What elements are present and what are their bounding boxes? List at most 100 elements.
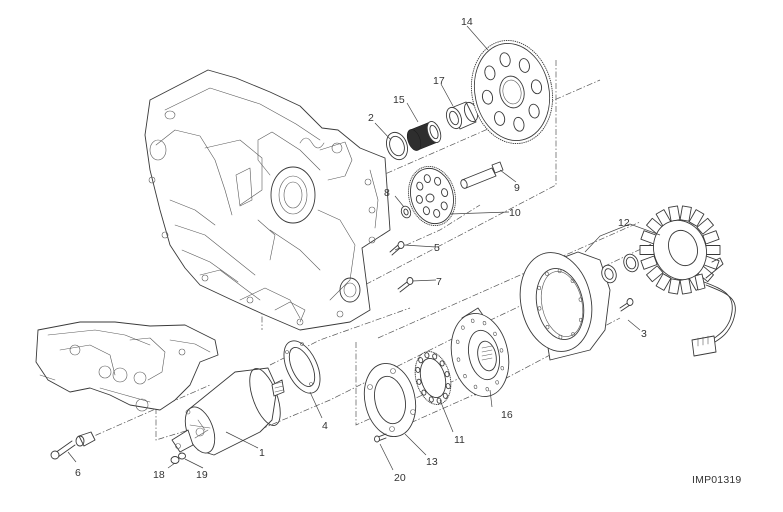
rotor-bolt-hole (545, 325, 550, 330)
part-14-starter-driven-gear (470, 40, 554, 144)
stator-pole (668, 205, 681, 222)
drawing-reference-code: IMP01319 (692, 474, 742, 486)
stator-pole (640, 255, 658, 270)
freewheel-roller (418, 357, 424, 364)
stator-pole (705, 245, 721, 255)
gear-lightening-hole (484, 65, 496, 81)
freewheel-roller (415, 366, 421, 373)
rotor-bolt-hole (557, 268, 562, 274)
part-8-bushing (400, 205, 412, 219)
stator-pole (639, 245, 655, 255)
gear-lightening-hole (530, 79, 543, 95)
gear-lightening-hole (528, 103, 540, 119)
hub-bolt-hole (456, 357, 461, 362)
freewheel-roller (428, 396, 434, 403)
part-13-retaining-plate (363, 362, 417, 438)
stator-pole (688, 209, 705, 227)
freewheel-roller (436, 397, 442, 404)
callout-11: 11 (454, 434, 465, 446)
callout-9: 9 (514, 182, 520, 194)
part-18-19-nut-washer (170, 452, 186, 464)
callout-18: 18 (153, 469, 165, 481)
hub-bolt-hole (463, 374, 467, 379)
leader-lines (67, 25, 661, 471)
part-20-screw (374, 433, 387, 443)
part-9-pin (460, 161, 504, 189)
callout-7: 7 (436, 276, 442, 288)
rotor-bolt-hole (558, 334, 563, 340)
callout-1: 1 (259, 447, 265, 459)
gear-lightening-hole (513, 116, 525, 132)
gear-lightening-hole (422, 206, 430, 216)
freewheel-roller (432, 353, 438, 360)
part-4-gasket (283, 340, 321, 394)
hub-bolt-hole (499, 348, 504, 353)
rotor-bolt-hole (545, 271, 549, 276)
callout-6: 6 (75, 467, 81, 479)
gear-lightening-hole (518, 58, 530, 73)
hub-bolt-hole (455, 339, 460, 344)
hub-bolt-hole (473, 384, 478, 389)
gear-lightening-hole (441, 188, 449, 197)
hub-bolt-hole (500, 366, 505, 371)
callout-20: 20 (394, 472, 406, 484)
gear-lightening-hole (415, 195, 423, 204)
part-12-rotor (519, 251, 611, 361)
crankcase-lower-view (35, 321, 219, 412)
freewheel-roller (421, 389, 427, 396)
callout-17: 17 (433, 75, 445, 87)
callout-labels: 1 2 3 4 5 6 7 8 9 10 11 12 13 14 15 16 1… (75, 16, 647, 484)
freewheel-roller (439, 360, 445, 367)
callout-5: 5 (434, 242, 440, 254)
callout-12: 12 (618, 217, 630, 229)
freewheel-roller (424, 352, 430, 359)
callout-10: 10 (509, 207, 521, 219)
freewheel-roller (442, 392, 448, 399)
callout-16: 16 (501, 409, 513, 421)
stator-pole (679, 205, 692, 222)
stator-pole (668, 278, 681, 295)
stator-pole (646, 265, 664, 283)
rotor-bolt-hole (578, 297, 583, 302)
rotor-bolt-hole (578, 317, 583, 323)
callout-15: 15 (393, 94, 405, 106)
gear-lightening-hole (416, 181, 424, 191)
freewheel-roller (445, 383, 451, 390)
callout-8: 8 (384, 187, 390, 199)
hub-bolt-hole (493, 331, 497, 336)
rotor-bolt-hole (537, 306, 542, 311)
part-5-screw (389, 241, 405, 256)
callout-14: 14 (461, 16, 473, 28)
rotor-bolt-hole (570, 278, 575, 283)
stator-pole (702, 230, 720, 245)
callout-4: 4 (322, 420, 328, 432)
crankcase-main (144, 69, 391, 331)
hub-bolt-hole (470, 318, 475, 323)
gear-lightening-hole (433, 209, 441, 218)
part-6-screw (50, 431, 96, 460)
part-15-needle-bearing (406, 121, 442, 151)
callout-13: 13 (426, 456, 438, 468)
part-1-starter-motor (171, 367, 285, 456)
hub-bolt-hole (485, 387, 490, 392)
stator-pole (679, 278, 692, 295)
rotor-bolt-hole (537, 285, 542, 291)
part-17-bushing (445, 101, 479, 130)
part-2-washer (386, 131, 408, 161)
callout-3: 3 (641, 328, 647, 340)
gear-lightening-hole (423, 174, 431, 183)
part-11-freewheel (414, 351, 452, 405)
gear-lightening-hole (434, 176, 442, 186)
stator-pole (655, 273, 672, 291)
hub-bolt-hole (482, 321, 487, 326)
gear-lightening-hole (499, 52, 511, 68)
part-3-screw (619, 298, 634, 312)
part-10-idler-gear (408, 165, 456, 227)
gear-lightening-hole (494, 111, 506, 126)
part-16-flywheel-hub (450, 307, 510, 397)
part-12-generator-stator (639, 205, 736, 357)
stator-spacer-rings (601, 253, 639, 284)
hub-bolt-hole (495, 380, 499, 385)
stator-pole (696, 217, 714, 235)
